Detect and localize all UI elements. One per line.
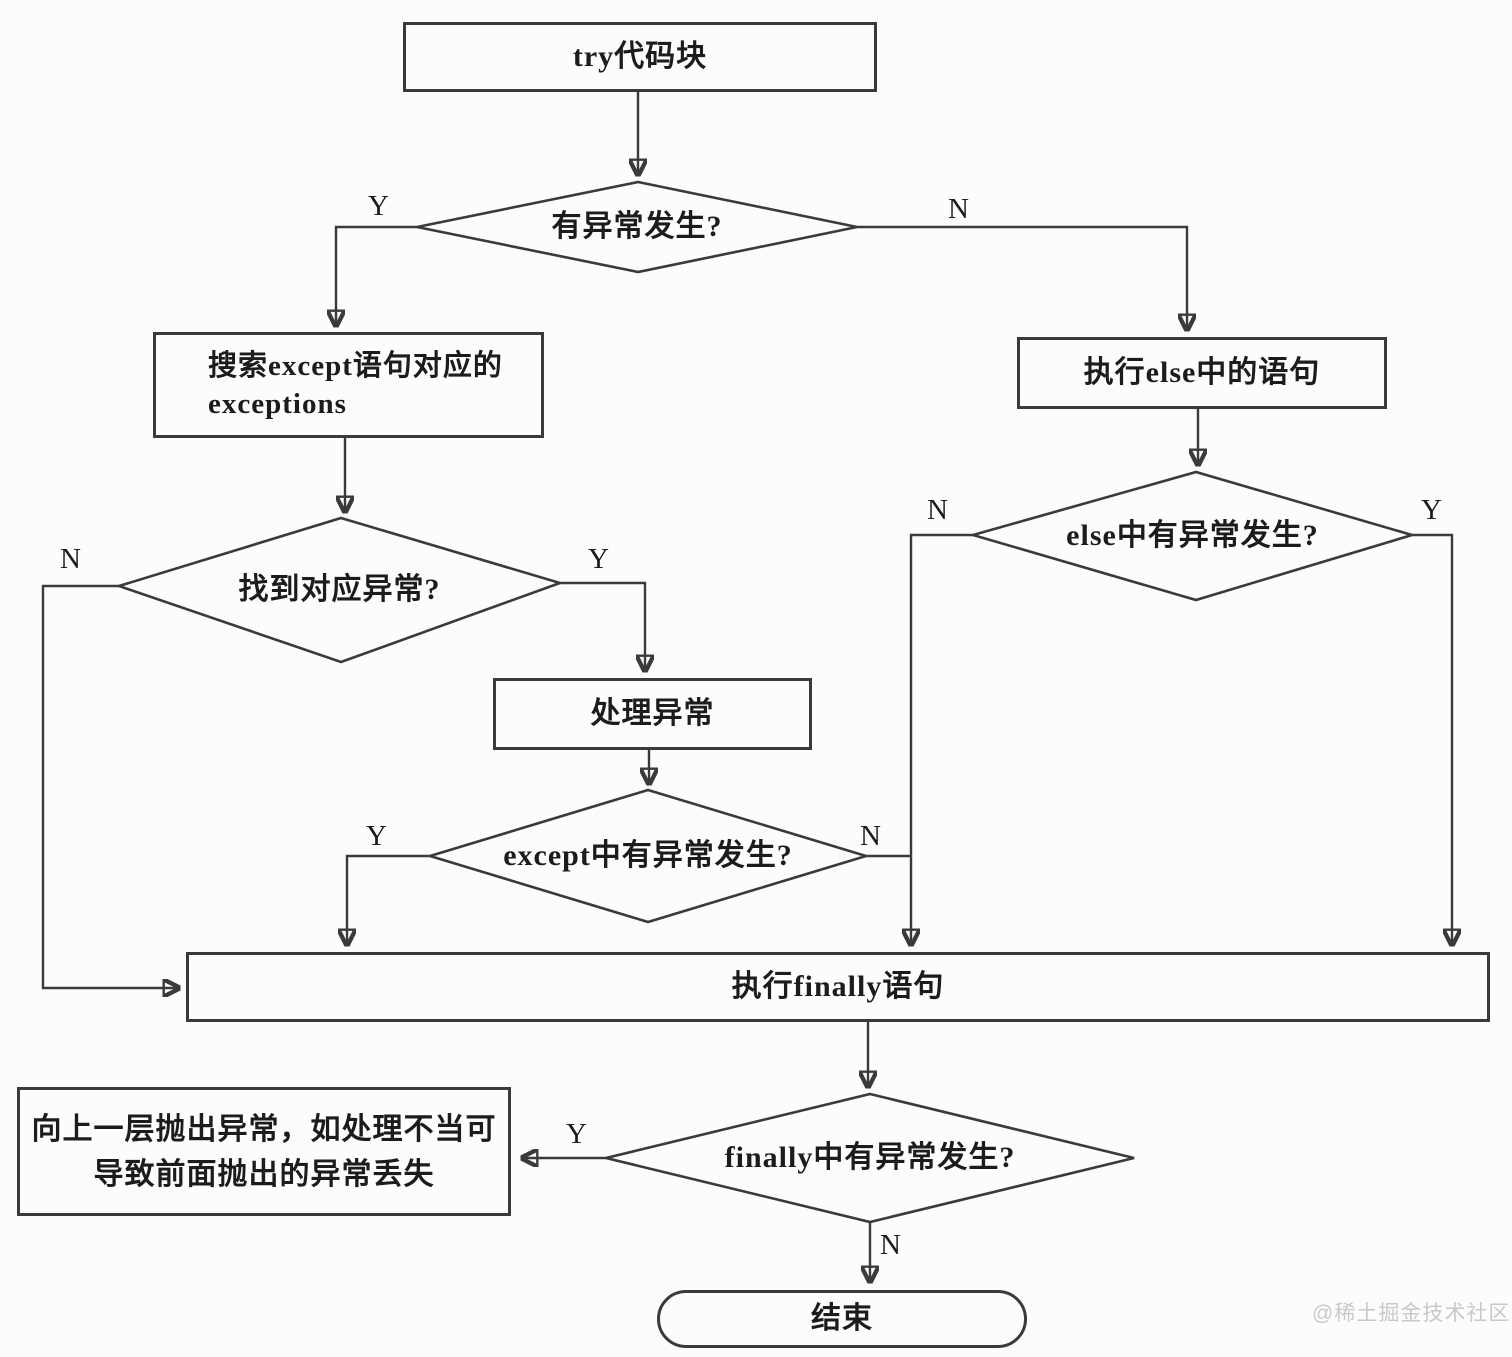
try-block-node: try代码块 [403,22,877,92]
edge-label-found-yes: Y [588,543,609,575]
except-exception-diamond-shape [425,788,871,924]
edge-label-has-exception-no: N [948,193,969,225]
search-except-line2: exceptions [208,388,347,420]
search-except-line1: 搜索except语句对应的 [208,349,503,382]
edge-else-q-no-to-finally [911,533,973,944]
exec-else-node: 执行else中的语句 [1017,337,1387,409]
edge-found-no-to-finally [41,584,178,988]
edge-except-yes-to-finally [347,854,430,944]
edge-label-else-yes: Y [1421,494,1442,526]
rethrow-line1: 向上一层抛出异常，如处理不当可 [31,1112,497,1146]
edge-label-has-exception-yes: Y [368,190,389,222]
search-except-node: 搜索except语句对应的 exceptions [153,332,544,438]
exec-finally-node: 执行finally语句 [186,952,1490,1022]
handle-exception-node: 处理异常 [493,678,812,750]
edge-label-found-no: N [60,543,81,575]
juejin-watermark: @稀土掘金技术社区 [1312,1302,1511,1325]
edge-has-exception-yes [336,225,417,325]
edge-label-except-yes: Y [366,820,387,852]
edge-has-exception-no [857,225,1187,329]
edge-else-q-yes-to-finally [1412,533,1452,944]
edge-found-yes-to-handle [560,581,645,670]
finally-exception-diamond-shape [605,1092,1135,1224]
rethrow-exception-node: 向上一层抛出异常，如处理不当可 导致前面抛出的异常丢失 [17,1087,511,1216]
edge-label-finally-no: N [880,1229,901,1261]
edge-label-except-no: N [860,820,881,852]
found-exception-diamond-shape [114,516,565,664]
rethrow-line2: 导致前面抛出的异常丢失 [93,1157,435,1191]
edge-label-finally-yes: Y [566,1118,587,1150]
end-node: 结束 [657,1290,1027,1348]
else-exception-diamond-shape [968,470,1417,602]
has-exception-diamond-shape [416,180,858,274]
edge-label-else-no: N [927,494,948,526]
